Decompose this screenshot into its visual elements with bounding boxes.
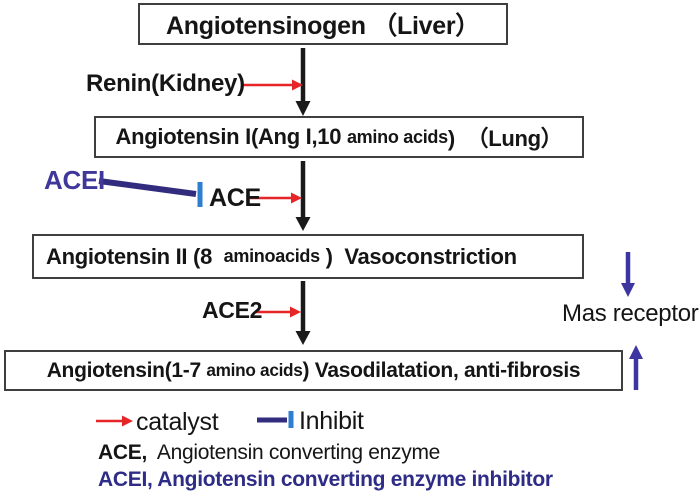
down-arrow-icon [295,161,311,231]
catalyst-arrow-icon [242,79,303,91]
angiotensinogen-box: Angiotensinogen （Liver） [138,3,508,45]
legend-inhibit-label: Inhibit [299,407,364,435]
angiotensin-1-7-box: Angiotensin(1-7 amino acids) Vasodilatat… [4,350,623,391]
ace-label: ACE [209,184,261,212]
catalyst-arrow-icon [250,192,302,204]
down-arrow-icon [295,48,311,116]
acei-definition-term: ACEI, [98,468,153,491]
angiotensin-2-box: Angiotensin II (8 aminoacids ) Vasoconst… [32,234,584,279]
angiotensin-1-7-box-label-end: ) Vasodilatation, anti-fibrosis [302,358,581,382]
legend-catalyst-arrow-icon [96,415,133,427]
ace2-label: ACE2 [202,297,263,323]
acei-label: ACEI [44,165,105,195]
acei-definition-text: Angiotensin converting enzyme inhibitor [152,468,553,491]
legend-inhibit-line-icon [257,411,294,428]
angiotensin-2-box-label-small: aminoacids [223,246,321,266]
ace-definition-term: ACE, [98,441,147,464]
inhibit-line-icon [98,178,203,207]
ace-definition-text: Angiotensin converting enzyme [146,441,441,464]
angiotensin-1-7-box-label-small: amino acids [206,360,303,380]
angiotensin-1-box-label-small: amino acids [346,126,448,147]
angiotensin-1-box-label: Angiotensin I(Ang I,10 [115,124,347,149]
angiotensin-1-7-box-label: Angiotensin(1-7 [46,358,207,382]
angiotensin-2-box-label-end: ) Vasoconstriction [319,243,517,269]
angiotensinogen-box-label: Angiotensinogen （Liver） [166,12,480,40]
angiotensin-1-box: Angiotensin I(Ang I,10 amino acids) （Lun… [94,116,584,158]
mas-down-arrow-icon [621,252,635,297]
mas-up-arrow-icon [629,345,643,390]
angiotensin-1-box-label-end: ) （Lung） [447,126,563,151]
ace-definition-line: ACE, Angiotensin converting enzyme [98,441,440,464]
down-arrow-icon [295,281,311,345]
legend-catalyst-label: catalyst [136,408,219,436]
acei-definition-line: ACEI, Angiotensin converting enzyme inhi… [98,468,553,491]
catalyst-arrow-icon [256,306,301,318]
mas-receptor-label: Mas receptor [562,300,699,327]
angiotensin-2-box-label: Angiotensin II (8 [46,243,224,269]
renin-kidney-label: Renin(Kidney) [86,70,245,97]
